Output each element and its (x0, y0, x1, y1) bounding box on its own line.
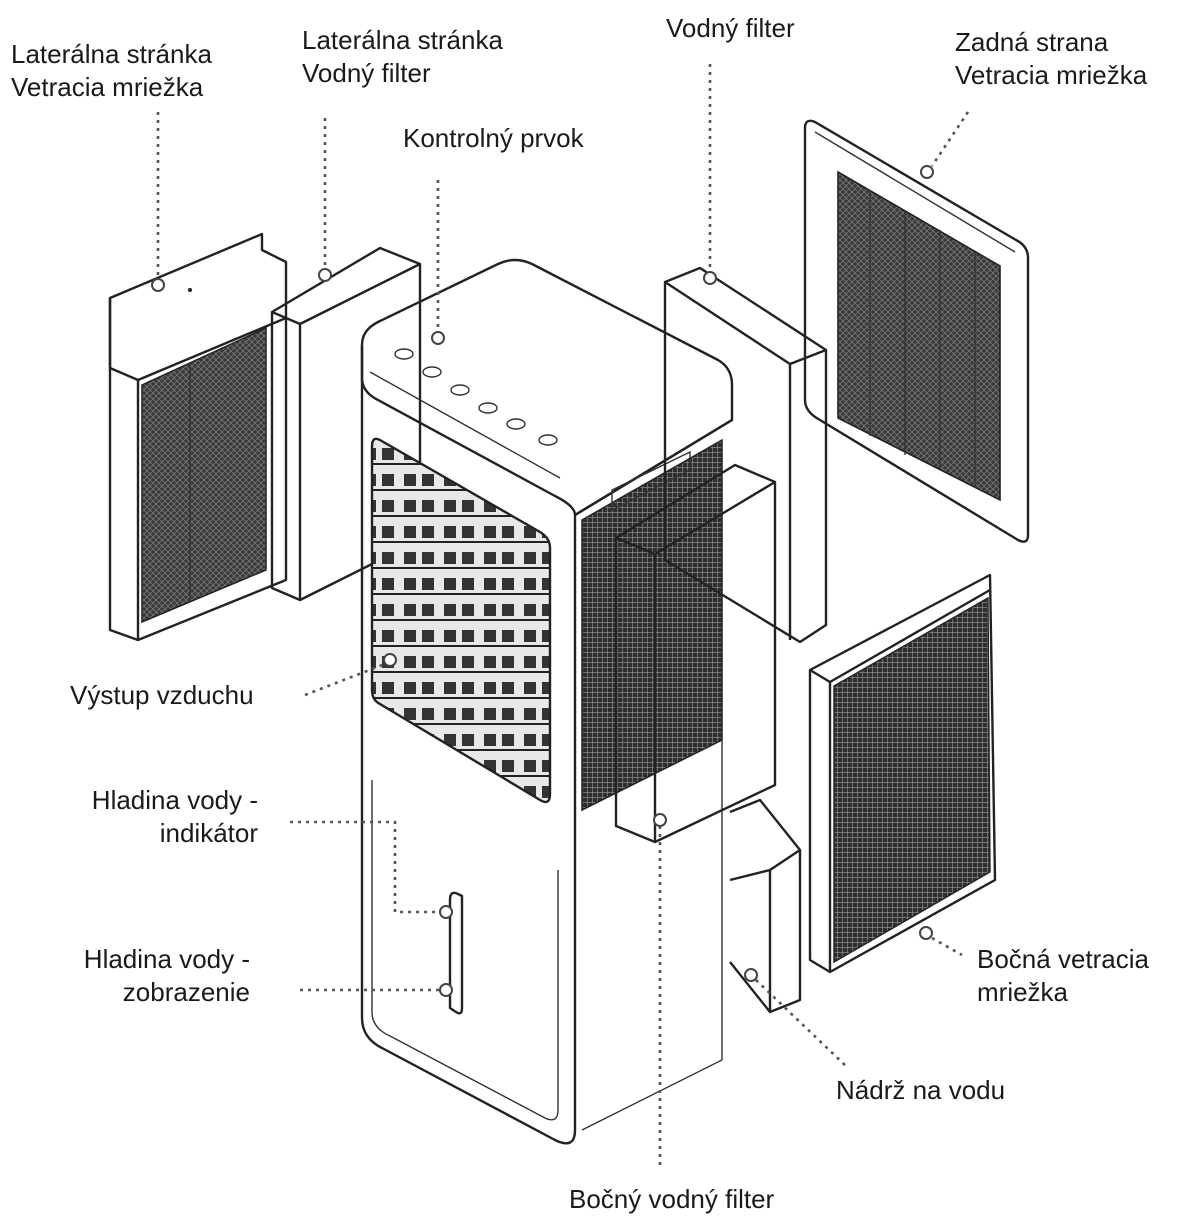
label-back-grille-line2: Vetracia mriežka (955, 60, 1148, 90)
label-side-grille-line2: Vetracia mriežka (11, 72, 204, 102)
label-back-grille: Zadná strana Vetracia mriežka (955, 26, 1147, 92)
label-side-grille-line1: Laterálna stránka (11, 39, 212, 69)
label-water-tank-text: Nádrž na vodu (836, 1075, 1006, 1105)
side-grille-panel (108, 232, 288, 642)
label-water-filter-text: Vodný filter (666, 13, 795, 43)
label-side-filter-line1: Laterálna stránka (302, 25, 503, 55)
label-side-water-filter: Bočný vodný filter (569, 1183, 774, 1216)
label-level-indicator-line2: indikátor (159, 818, 258, 848)
back-water-filter-panel (663, 266, 828, 644)
label-level-display-line1: Hladina vody - (83, 944, 250, 974)
label-side-filter-line2: Vodný filter (302, 58, 431, 88)
label-control-text: Kontrolný prvok (403, 123, 584, 153)
water-tank-box (729, 798, 802, 1014)
label-level-indicator-line1: Hladina vody - (91, 785, 258, 815)
leader-lines (151, 64, 970, 1170)
label-air-outlet-text: Výstup vzduchu (70, 680, 254, 710)
label-side-vent-grille-line1: Bočná vetracia (977, 944, 1149, 974)
label-control: Kontrolný prvok (403, 122, 584, 155)
label-side-grille: Laterálna stránka Vetracia mriežka (11, 38, 212, 104)
label-level-display: Hladina vody - zobrazenie (30, 943, 250, 1009)
front-water-filter-panel (614, 463, 777, 844)
side-vent-grille-panel (808, 573, 997, 974)
label-level-indicator: Hladina vody - indikátor (40, 784, 258, 850)
label-water-tank: Nádrž na vodu (836, 1074, 1005, 1107)
cooler-main-body (360, 258, 734, 1145)
label-side-vent-grille-line2: mriežka (977, 977, 1069, 1007)
label-water-filter: Vodný filter (666, 12, 795, 45)
back-grille-panel (803, 119, 1030, 543)
label-side-filter: Laterálna stránka Vodný filter (302, 24, 503, 90)
label-level-display-line2: zobrazenie (122, 977, 250, 1007)
label-back-grille-line1: Zadná strana (955, 27, 1109, 57)
label-air-outlet: Výstup vzduchu (70, 679, 254, 712)
label-side-water-filter-text: Bočný vodný filter (569, 1184, 775, 1214)
label-side-vent-grille: Bočná vetracia mriežka (977, 943, 1149, 1009)
